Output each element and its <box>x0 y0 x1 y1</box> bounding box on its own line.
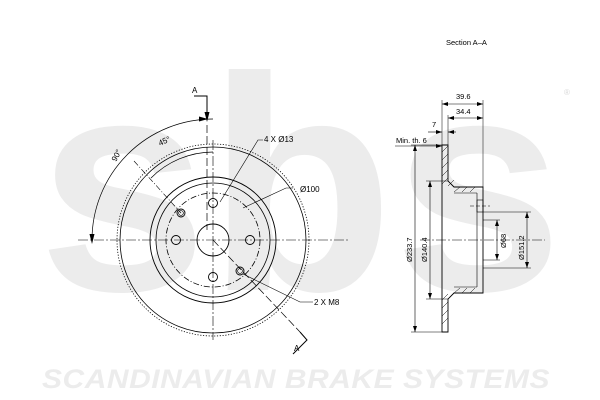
arrowhead <box>436 144 442 148</box>
arrowhead <box>477 116 483 120</box>
braking-diameter-label: Ø151.2 <box>517 235 526 260</box>
watermark-logo: sbs <box>38 14 563 355</box>
bolt-hole-leader <box>219 139 263 203</box>
arrowhead <box>428 181 432 187</box>
front-view-labels: A A 90° 45° 4 X Ø13 Ø100 2 X M8 <box>110 86 340 353</box>
arrowhead <box>448 130 454 134</box>
section-hatching <box>441 145 476 325</box>
section-marker-top: A <box>192 86 198 95</box>
bolt-circle-label: Ø100 <box>300 185 320 194</box>
arrowhead <box>525 212 529 218</box>
arrowhead <box>442 102 448 106</box>
section-marker-bottom: A <box>294 344 300 353</box>
threaded-hole-axis <box>133 160 182 214</box>
angle-arc-45 <box>150 151 214 179</box>
section-cut-line <box>194 95 308 355</box>
watermark: sbs ® SCANDINAVIAN BRAKE SYSTEMS <box>38 14 570 394</box>
section-arrow-bottom <box>292 331 308 355</box>
registered-mark: ® <box>564 88 570 97</box>
arrowhead <box>448 116 454 120</box>
arrowhead <box>413 326 417 332</box>
arrowhead <box>477 102 483 106</box>
section-view-labels: Section A–A 39.6 34.4 7 Min. th. 6 Ø233.… <box>396 38 526 262</box>
section-arrowheads <box>413 102 529 332</box>
section-arrowhead-top <box>204 112 210 122</box>
threaded-hole-core <box>178 210 184 216</box>
bolt-circle-leader <box>242 187 293 209</box>
arrowhead <box>199 116 208 122</box>
arrowhead <box>428 293 432 299</box>
hub-diameter-label: Ø140.4 <box>420 237 429 262</box>
arrowhead <box>525 262 529 268</box>
hub-width-label: 34.4 <box>456 107 471 116</box>
center-bore-label: Ø68 <box>499 234 508 248</box>
brand-footer: SCANDINAVIAN BRAKE SYSTEMS <box>42 364 550 394</box>
arrowhead <box>413 145 417 151</box>
threaded-holes-label: 2 X M8 <box>314 298 340 307</box>
total-width-label: 39.6 <box>456 92 471 101</box>
threaded-hole-leader <box>242 273 313 303</box>
disc-profile <box>441 144 484 333</box>
section-line-diagonal <box>212 239 301 333</box>
threaded-hole <box>176 208 186 218</box>
section-title: Section A–A <box>446 38 487 47</box>
arrowhead <box>89 234 95 244</box>
min-thickness-label: Min. th. 6 <box>396 136 427 145</box>
front-view <box>78 95 348 355</box>
arrowhead <box>495 220 499 226</box>
arrowhead <box>436 130 442 134</box>
thickness-label: 7 <box>432 120 436 129</box>
arrowhead <box>495 254 499 260</box>
threaded-hole <box>235 266 245 276</box>
angle-arc-90 <box>91 118 214 241</box>
bolt-holes-label: 4 X Ø13 <box>264 135 294 144</box>
outer-diameter-label: Ø233.7 <box>405 237 414 262</box>
